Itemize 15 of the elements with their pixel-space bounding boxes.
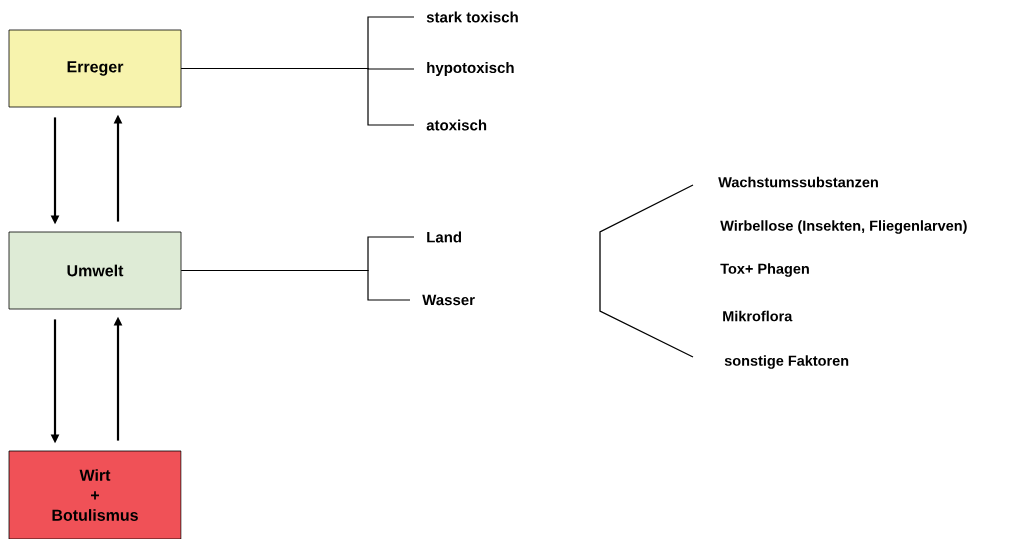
connector-line — [180, 269, 411, 301]
factor-label: Tox+ Phagen — [720, 263, 809, 277]
branch-label: Wasser — [422, 294, 475, 306]
branch-label: Land — [427, 231, 462, 243]
factor-label: sonstige Faktoren — [724, 355, 849, 369]
branch-label: hypotoxisch — [427, 62, 514, 76]
branch-label: stark toxisch — [426, 11, 518, 23]
factor-label: Mikroflora — [723, 310, 793, 322]
connector-line — [180, 67, 415, 126]
factor-label: Wachstumssubstanzen — [718, 176, 878, 188]
process-box: Wirt + Botulismus — [8, 450, 182, 539]
branch-label: atoxisch — [426, 119, 487, 131]
process-box: Umwelt — [8, 231, 182, 310]
process-box: Erreger — [8, 29, 182, 108]
factor-label: Wirbellose (Insekten, Fliegenlarven) — [720, 220, 967, 234]
